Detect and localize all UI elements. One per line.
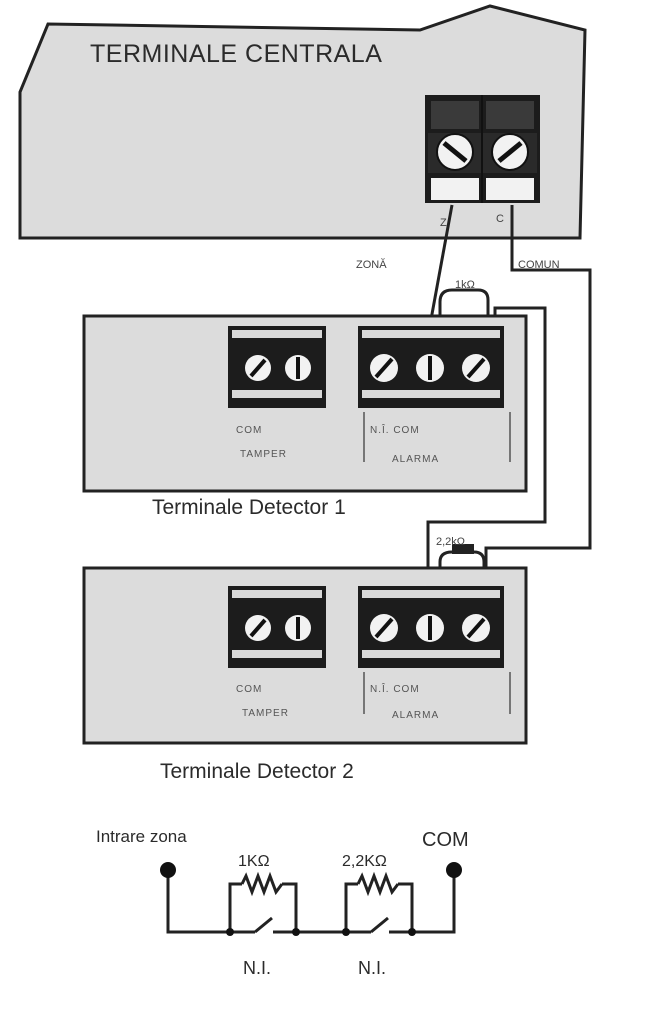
central-title: TERMINALE CENTRALA <box>90 40 382 68</box>
resistor-icon <box>240 871 284 897</box>
link-wire <box>426 306 547 592</box>
detector-1: COM TAMPER N.Î. COM ALARMA <box>82 314 528 493</box>
detector-2: COM TAMPER N.Î. COM ALARMA <box>82 566 528 745</box>
switch-2-label: N.I. <box>358 958 386 978</box>
common-wire <box>484 205 592 592</box>
alarm-label: ALARMA <box>392 454 439 465</box>
com-label: COM <box>422 829 469 851</box>
terminal-dot-icon <box>446 862 462 878</box>
screw-icon <box>245 355 271 381</box>
switch-icon <box>370 916 389 934</box>
switch-icon <box>254 916 273 934</box>
alarm-label-contacts: N.Î. COM <box>370 423 420 436</box>
screw-icon <box>436 133 474 171</box>
screw-icon <box>370 354 398 382</box>
resistor-label-2: 2,2kΩ <box>436 536 465 548</box>
screw-icon <box>245 615 271 641</box>
central-terminal-block <box>425 95 540 203</box>
detector-1-caption: Terminale Detector 1 <box>152 496 346 519</box>
resistor-label-1: 1kΩ <box>455 279 475 291</box>
equivalent-circuit: Intrare zona COM 1KΩ 2,2KΩ N.I <box>96 827 469 978</box>
alarm-terminal-block <box>358 326 504 408</box>
zone-input-label: Intrare zona <box>96 827 187 846</box>
central-panel: TERMINALE CENTRALA Z C <box>18 4 587 240</box>
terminal-c-label: C <box>496 213 504 225</box>
switch-1-label: N.I. <box>243 958 271 978</box>
resistor-icon <box>356 871 400 897</box>
screw-icon <box>462 614 490 642</box>
detector-2-caption: Terminale Detector 2 <box>160 760 354 783</box>
zone-wire-label: ZONĂ <box>356 258 387 271</box>
alarm-label: ALARMA <box>392 710 439 721</box>
screw-icon <box>491 133 529 171</box>
screw-icon <box>462 354 490 382</box>
tamper-label: TAMPER <box>240 449 287 460</box>
tamper-terminal-block <box>228 326 326 408</box>
resistor-2-label: 2,2KΩ <box>342 853 387 870</box>
zone-wire <box>428 204 454 326</box>
screw-icon <box>416 614 444 642</box>
tamper-label-com: COM <box>236 684 262 695</box>
alarm-terminal-block <box>358 586 504 668</box>
screw-icon <box>370 614 398 642</box>
terminal-dot-icon <box>160 862 176 878</box>
screw-icon <box>416 354 444 382</box>
resistor-1-label: 1KΩ <box>238 853 270 870</box>
terminal-z-label: Z <box>440 217 447 229</box>
resistor-loop-1 <box>438 288 490 325</box>
tamper-label-com: COM <box>236 425 262 436</box>
screw-icon <box>285 355 311 381</box>
alarm-label-contacts: N.Î. COM <box>370 682 420 695</box>
common-wire-label: COMUN <box>518 259 560 271</box>
resistor-icon <box>452 544 474 554</box>
tamper-terminal-block <box>228 586 326 668</box>
screw-icon <box>285 615 311 641</box>
tamper-label: TAMPER <box>242 708 289 719</box>
